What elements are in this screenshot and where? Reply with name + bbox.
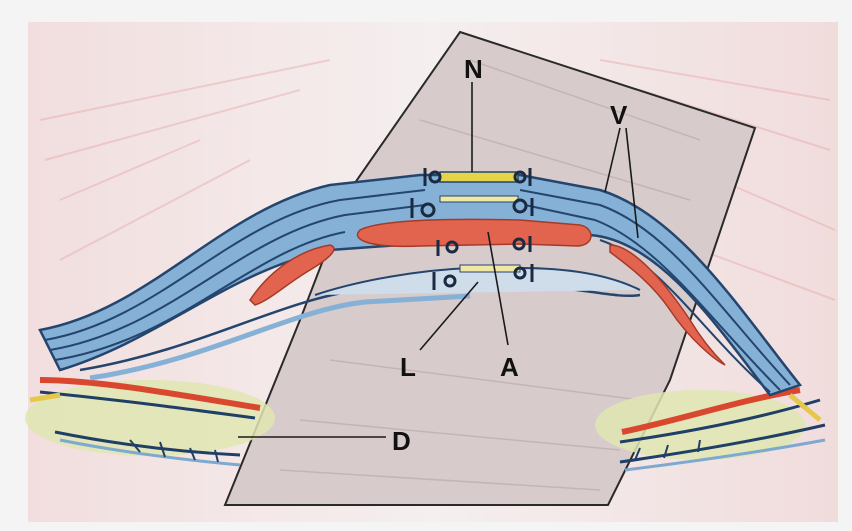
- label-d: D: [392, 426, 411, 456]
- label-l: L: [400, 352, 416, 382]
- label-v: V: [610, 100, 628, 130]
- label-n: N: [464, 54, 483, 84]
- label-a: A: [500, 352, 519, 382]
